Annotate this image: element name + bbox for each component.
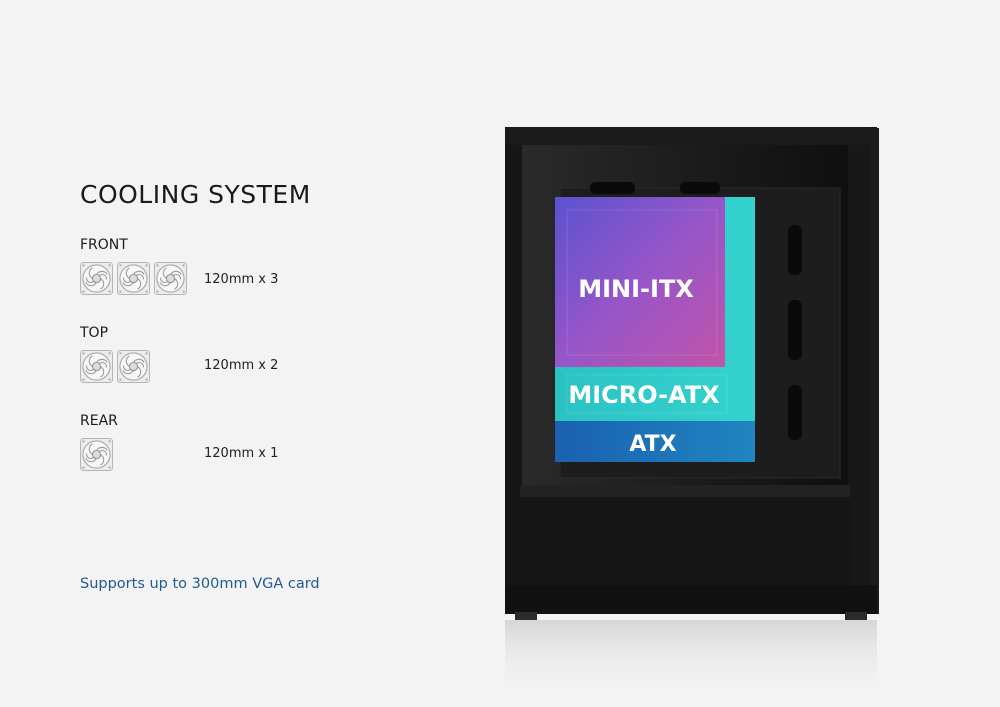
label-atx: ATX <box>629 432 676 457</box>
spec-top: 120mm x 2 <box>204 358 279 373</box>
heading: COOLING SYSTEM <box>80 180 311 209</box>
vga-support-note: Supports up to 300mm VGA card <box>80 576 320 592</box>
label-mini-itx: MINI-ITX <box>578 275 694 303</box>
label-micro-atx: MICRO-ATX <box>568 381 720 409</box>
group-label-rear: REAR <box>80 413 118 429</box>
spec-front: 120mm x 3 <box>204 272 279 287</box>
group-label-top: TOP <box>80 325 109 341</box>
spec-rear: 120mm x 1 <box>204 446 279 461</box>
group-label-front: FRONT <box>80 237 128 253</box>
board-mini-itx <box>555 197 725 367</box>
